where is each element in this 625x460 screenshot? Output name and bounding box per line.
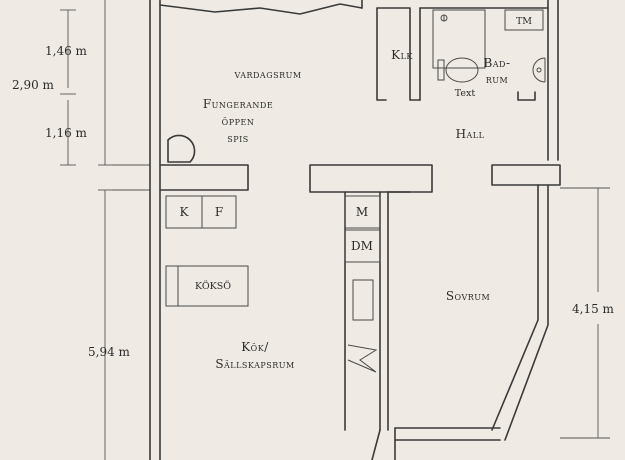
dimension-total-upper: 2,90 m (12, 78, 55, 92)
fixture-f: F (215, 205, 223, 219)
room-vardagsrum: vardagsrum (233, 67, 301, 81)
room-badrum-1: Bad- (483, 56, 510, 70)
room-sovrum: Sovrum (446, 289, 490, 303)
dimension-lines-left (60, 0, 150, 460)
dimension-lower-left: 5,94 m (88, 345, 131, 359)
fixture-text: Text (455, 88, 476, 99)
bathroom-fixtures (432, 9, 546, 83)
fixture-k: K (180, 205, 190, 219)
dimension-lines-right (560, 187, 610, 439)
dimension-right: 4,15 m (572, 302, 615, 316)
room-kok-2: Sällskapsrum (215, 357, 294, 371)
room-kok-1: Kök/ (241, 340, 269, 354)
dimension-upper-b: 1,16 m (45, 126, 88, 140)
fixture-tm: TM (516, 16, 532, 27)
fireplace-label-1: Fungerande (203, 97, 273, 111)
fixture-kokso: KÖKSÖ (195, 280, 231, 292)
fireplace-label-2: öppen (222, 114, 255, 128)
room-klk: Klk (391, 48, 413, 62)
kitchen-fixtures (165, 195, 381, 373)
dimension-upper-a: 1,46 m (45, 44, 88, 58)
fireplace-label-3: spis (227, 131, 249, 145)
room-badrum-2: rum (486, 72, 508, 86)
fixture-dm: DM (351, 239, 373, 253)
room-hall: Hall (456, 127, 485, 141)
fixture-m: M (356, 205, 368, 219)
fireplace-icon (167, 134, 196, 163)
